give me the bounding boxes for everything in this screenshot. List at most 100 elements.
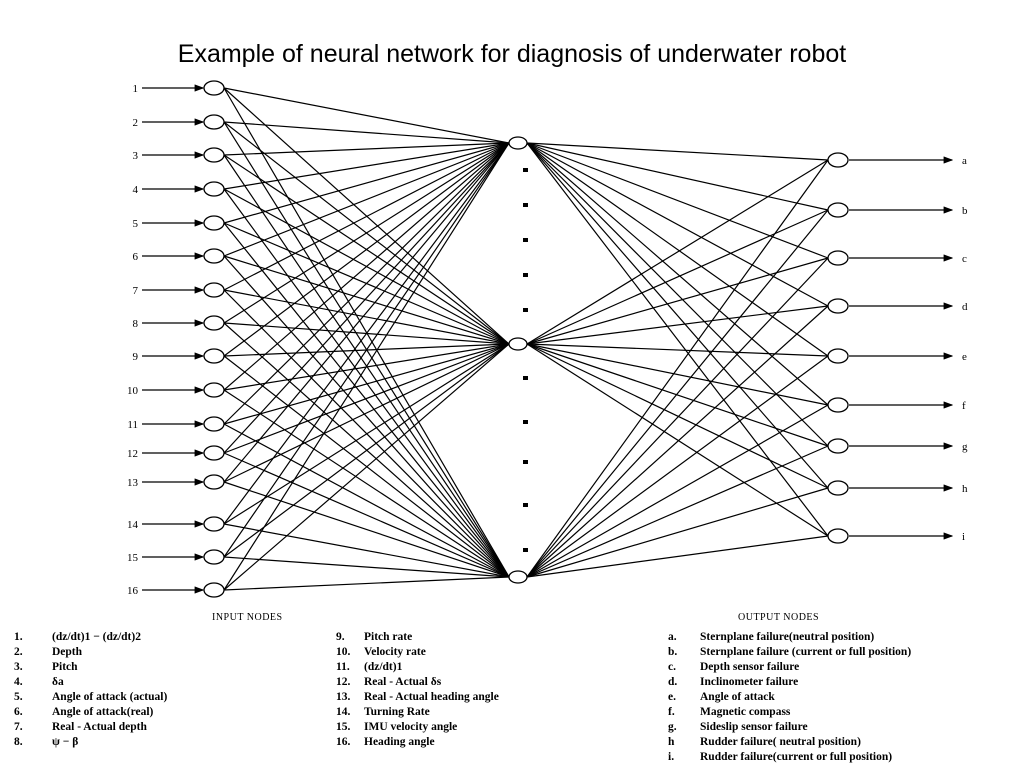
input-legend-item: 5.Angle of attack (actual) (14, 690, 324, 705)
input-legend-item: 15. IMU velocity angle (336, 720, 646, 735)
edge-input-5-hidden-3 (223, 222, 510, 578)
edge-input-13-hidden-1 (223, 142, 510, 483)
input-legend-text: (dz/dt)1 (364, 661, 403, 673)
output-legend-text: Sideslip sensor failure (700, 721, 808, 733)
input-legend-item: 9.Pitch rate (336, 630, 646, 645)
output-label-9: i (962, 531, 965, 543)
output-nodes-header: OUTPUT NODES (738, 612, 819, 620)
hidden-node-2 (508, 337, 528, 351)
output-label-4: d (962, 301, 968, 313)
output-legend-text: Angle of attack (700, 691, 775, 703)
input-node-13 (203, 474, 225, 490)
edge-input-10-hidden-3 (223, 389, 510, 578)
input-legend-text: δa (52, 676, 64, 688)
input-legend-text: IMU velocity angle (364, 721, 458, 733)
input-legend-text: Turning Rate (364, 706, 430, 718)
edge-input-13-hidden-3 (223, 481, 510, 578)
output-node-6 (827, 397, 849, 413)
input-node-5 (203, 215, 225, 231)
input-label-4: 4 (133, 184, 139, 196)
output-legend-item: a.Sternplane failure(neutral position) (668, 630, 1018, 645)
edge-input-6-hidden-2 (223, 255, 510, 345)
edge-input-5-hidden-1 (223, 142, 510, 224)
input-legend-item: 13.Real - Actual heading angle (336, 690, 646, 705)
edge-hidden-3-output-9 (526, 535, 829, 578)
output-node-1 (827, 152, 849, 168)
edge-input-11-hidden-3 (223, 423, 510, 578)
output-node-8 (827, 480, 849, 496)
input-legend-item: 12. Real - Actual δs (336, 675, 646, 690)
edge-input-16-hidden-1 (223, 142, 510, 591)
input-legend-item: 4. δa (14, 675, 324, 690)
input-legend-number: 14. (336, 706, 351, 718)
input-legend-text: Real - Actual δs (364, 676, 442, 688)
input-label-7: 7 (133, 285, 139, 297)
input-legend-text: Pitch (52, 661, 78, 673)
output-legend-text: Sternplane failure(neutral position) (700, 631, 875, 643)
edge-hidden-3-output-1 (526, 159, 829, 578)
edge-hidden-2-output-2 (526, 209, 829, 345)
ellipsis-dot-5 (523, 308, 528, 312)
edge-hidden-1-output-3 (526, 142, 829, 259)
input-label-16: 16 (127, 585, 139, 597)
io-arrows (142, 84, 954, 594)
hidden-node-1 (508, 136, 528, 150)
edge-input-12-hidden-2 (223, 343, 510, 454)
output-legend-text: Rudder failure(current or full position) (700, 751, 893, 763)
input-legend-item: 11. (dz/dt)1 (336, 660, 646, 675)
edge-hidden-2-output-4 (526, 305, 829, 345)
input-legend-text: Real - Actual heading angle (364, 691, 499, 703)
edge-hidden-3-output-8 (526, 487, 829, 578)
input-legend-number: 11. (336, 661, 350, 673)
edge-hidden-1-output-9 (526, 142, 829, 537)
edge-input-14-hidden-3 (223, 523, 510, 578)
input-legend-number: 4. (14, 676, 23, 688)
input-node-7 (203, 282, 225, 298)
input-label-2: 2 (133, 117, 139, 129)
input-legend-number: 15. (336, 721, 351, 733)
input-node-9 (203, 348, 225, 364)
page-title: Example of neural network for diagnosis … (177, 40, 847, 68)
input-legend-number: 3. (14, 661, 23, 673)
input-label-10: 10 (127, 385, 139, 397)
output-label-2: b (962, 205, 968, 217)
ellipsis-dot-1 (523, 168, 528, 172)
input-legend-number: 8. (14, 736, 23, 748)
output-legend-number: c. (668, 661, 676, 673)
input-label-12: 12 (127, 448, 138, 460)
output-legend-number: i. (668, 751, 675, 763)
output-label-6: f (962, 400, 966, 412)
edge-hidden-3-output-5 (526, 355, 829, 578)
edge-input-3-hidden-1 (223, 142, 510, 156)
input-legend-number: 9. (336, 631, 345, 643)
input-legend-text: Depth (52, 646, 83, 658)
edge-hidden-1-output-5 (526, 142, 829, 357)
input-legend-item: 7.Real - Actual depth (14, 720, 324, 735)
input-legend-item: 3. Pitch (14, 660, 324, 675)
edge-input-4-hidden-1 (223, 142, 510, 190)
edge-hidden-1-output-4 (526, 142, 829, 307)
input-legend-number: 1. (14, 631, 23, 643)
output-legend-number: f. (668, 706, 675, 718)
input-label-3: 3 (133, 150, 139, 162)
output-legend-item: i. Rudder failure(current or full positio… (668, 750, 1018, 765)
output-label-8: h (962, 483, 968, 495)
edge-input-15-hidden-3 (223, 556, 510, 578)
ellipsis-dot-6 (523, 376, 528, 380)
edge-hidden-2-output-1 (526, 159, 829, 345)
ellipsis-dot-8 (523, 460, 528, 464)
input-legend-number: 2. (14, 646, 23, 658)
input-node-16 (203, 582, 225, 598)
edge-hidden-2-output-7 (526, 343, 829, 447)
edge-input-2-hidden-1 (223, 121, 510, 144)
edge-hidden-2-output-6 (526, 343, 829, 406)
input-legend-number: 12. (336, 676, 351, 688)
edge-input-6-hidden-3 (223, 255, 510, 578)
input-label-5: 5 (133, 218, 139, 230)
input-legend-item: 8.ψ − β (14, 735, 324, 750)
input-label-8: 8 (133, 318, 139, 330)
edge-input-8-hidden-1 (223, 142, 510, 324)
